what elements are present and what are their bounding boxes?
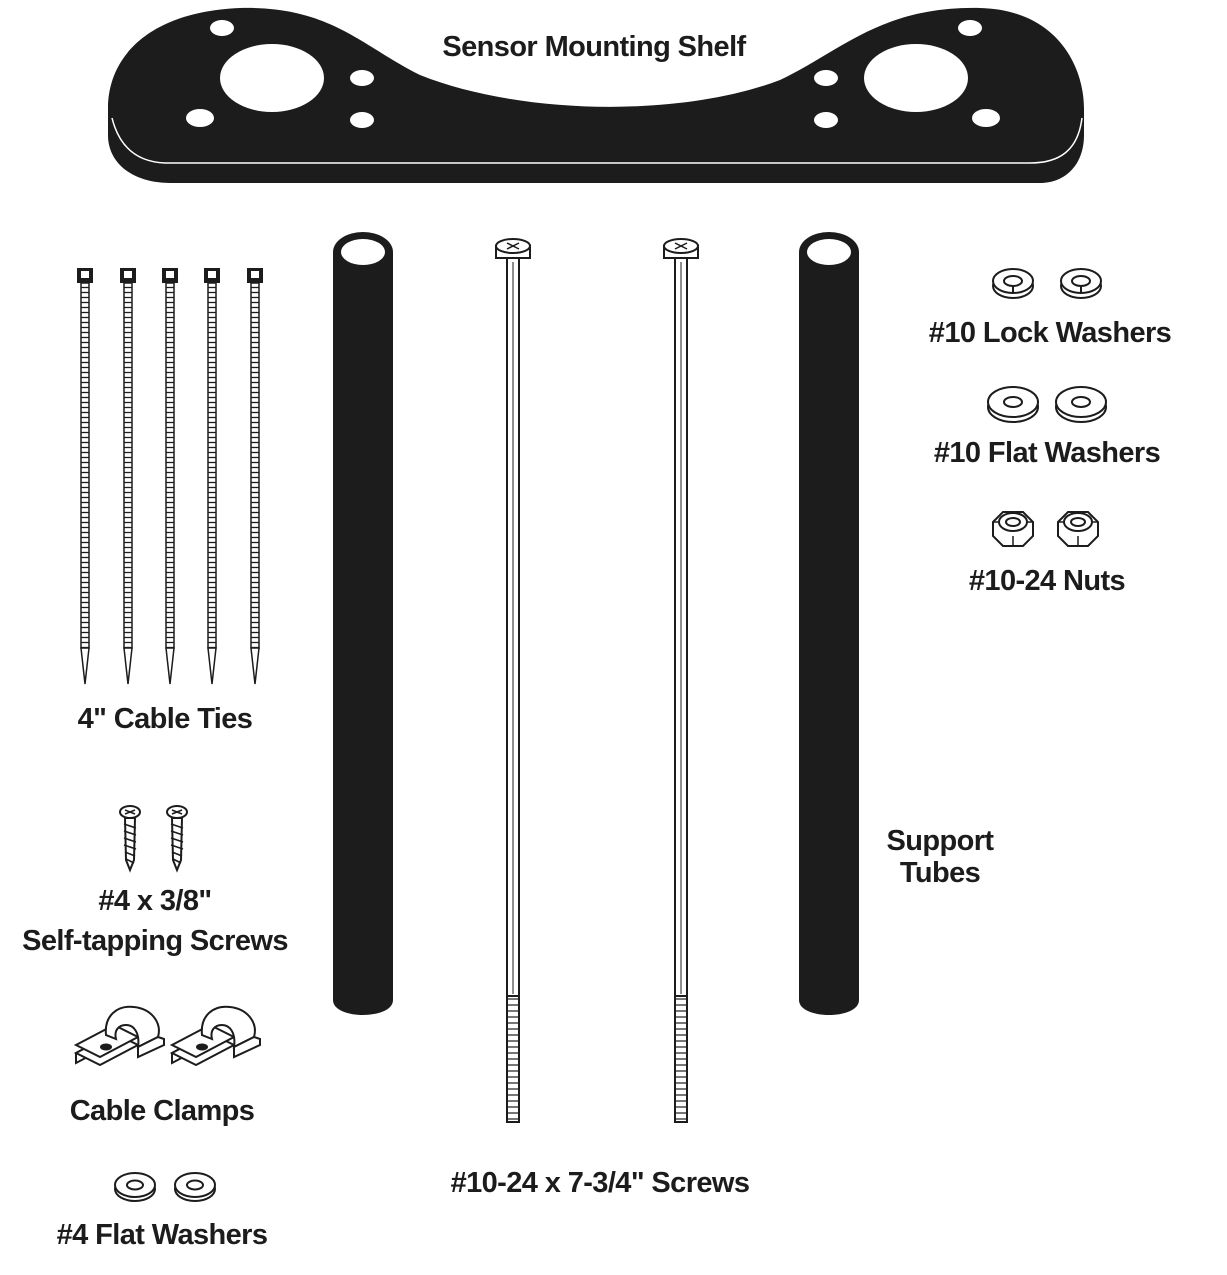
self-tapping-screw	[166, 805, 188, 873]
shelf-large-hole-left	[220, 44, 324, 112]
long-screw	[663, 238, 699, 1123]
cable-clamps	[73, 1005, 261, 1067]
cable-tie	[247, 268, 263, 685]
cable-clamps-label: Cable Clamps	[70, 1095, 255, 1127]
flat-washers-4-label: #4 Flat Washers	[57, 1219, 268, 1251]
self-tapping-screw	[119, 805, 141, 873]
shelf-small-hole	[814, 70, 838, 86]
shelf-small-hole	[958, 20, 982, 36]
flat-washer	[1055, 386, 1107, 423]
flat-washers-10-label: #10 Flat Washers	[934, 437, 1160, 469]
cable-clamp	[73, 1005, 165, 1067]
support-tubes	[333, 232, 859, 1015]
support-tube	[333, 232, 393, 1015]
shelf-small-hole	[814, 112, 838, 128]
flat-washers-4	[114, 1172, 216, 1202]
long-screw	[495, 238, 531, 1123]
support-tubes-label-line1: Support	[887, 825, 995, 857]
long-screws	[495, 238, 699, 1123]
lock-washer	[1060, 268, 1102, 299]
flat-washer	[987, 386, 1039, 423]
cable-clamp	[169, 1005, 261, 1067]
cable-ties-label: 4" Cable Ties	[78, 703, 253, 735]
sensor-mounting-shelf: Sensor Mounting Shelf	[108, 7, 1084, 183]
cable-tie	[77, 268, 93, 685]
hex-nut	[1057, 511, 1099, 547]
flat-washers-10	[987, 386, 1107, 423]
shelf-small-hole	[972, 109, 1000, 127]
cable-tie	[120, 268, 136, 685]
lock-washers-10-label: #10 Lock Washers	[929, 317, 1171, 349]
cable-tie	[162, 268, 178, 685]
lock-washers-10	[992, 268, 1102, 299]
shelf-label: Sensor Mounting Shelf	[442, 31, 746, 63]
support-tube	[799, 232, 859, 1015]
nuts-10-24	[992, 511, 1099, 547]
nuts-10-24-label: #10-24 Nuts	[969, 565, 1125, 597]
long-screws-label: #10-24 x 7-3/4" Screws	[451, 1167, 750, 1199]
shelf-large-hole-right	[864, 44, 968, 112]
shelf-small-hole	[186, 109, 214, 127]
cable-ties	[77, 268, 263, 685]
lock-washer	[992, 268, 1034, 299]
flat-washer-small	[174, 1172, 216, 1202]
shelf-small-hole	[350, 70, 374, 86]
cable-tie	[204, 268, 220, 685]
shelf-small-hole	[210, 20, 234, 36]
shelf-small-hole	[350, 112, 374, 128]
flat-washer-small	[114, 1172, 156, 1202]
self-tapping-screws-label-line1: #4 x 3/8"	[98, 885, 211, 917]
self-tapping-screws-label-line2: Self-tapping Screws	[22, 925, 288, 957]
hex-nut	[992, 511, 1034, 547]
support-tubes-label-line2: Tubes	[900, 857, 980, 889]
self-tapping-screws	[119, 805, 188, 873]
